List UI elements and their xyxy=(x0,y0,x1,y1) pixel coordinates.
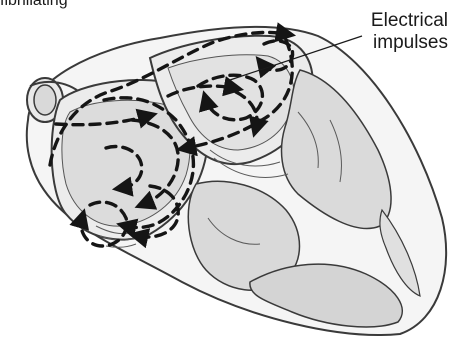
annotation-label-line-1: Electrical xyxy=(360,10,448,32)
clipped-caption: fibrillating xyxy=(0,0,120,12)
annotation-label-line-2: impulses xyxy=(360,32,448,54)
